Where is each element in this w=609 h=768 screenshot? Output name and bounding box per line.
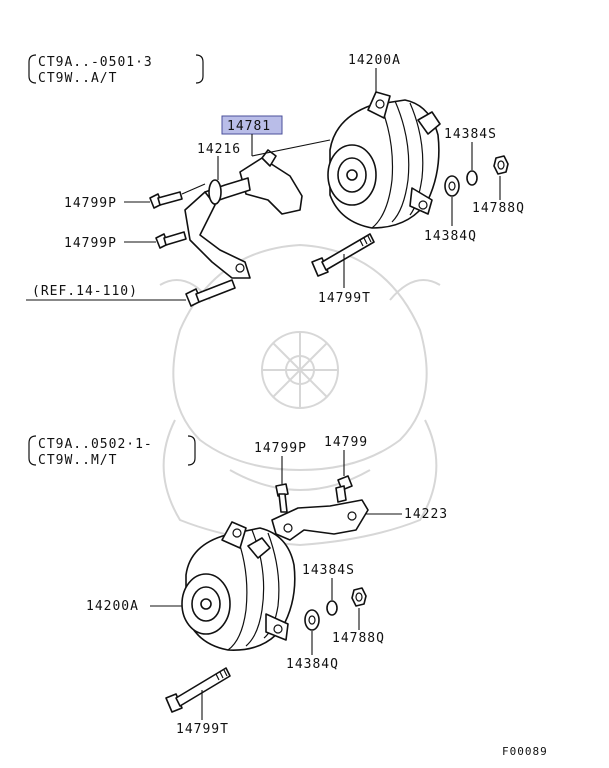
label-14781: 14781: [227, 119, 271, 134]
bolt-14799t-top: [311, 233, 375, 277]
label-ref-14-110: (REF.14-110): [32, 284, 138, 299]
bolt-14799-bottom: [335, 475, 353, 503]
label-14799p-bottom: 14799P: [254, 441, 307, 456]
label-14799p-lower: 14799P: [64, 236, 117, 251]
bracket-14223: [271, 499, 369, 541]
label-14216: 14216: [197, 142, 241, 157]
figure-code: F00089: [502, 745, 548, 758]
bolt-14799p-top-lower: [155, 231, 187, 249]
watermark-emblem: [159, 243, 441, 547]
alternator-bottom: [181, 521, 296, 651]
label-14384s-top: 14384S: [444, 127, 497, 142]
label-14788q-top: 14788Q: [472, 201, 525, 216]
leader-14781-to-alt: [251, 139, 331, 157]
bolt-14799p-bottom: [275, 483, 289, 513]
label-14799t-top: 14799T: [318, 291, 371, 306]
top-condition-line1: CT9A..-0501·3: [38, 55, 153, 70]
nut-14788q-bottom: [351, 587, 367, 607]
label-14200a-top: 14200A: [348, 53, 401, 68]
bottom-condition-bracket: CT9A..0502·1- CT9W..M/T: [28, 435, 196, 468]
leader-bolt-to-bracket-upper: [181, 183, 206, 195]
label-14799t-bottom: 14799T: [176, 722, 229, 737]
part-14781-highlight[interactable]: 14781: [221, 115, 283, 135]
label-14799-bottom: 14799: [324, 435, 368, 450]
bottom-condition-line2: CT9W..M/T: [38, 453, 117, 468]
washer-14384s-top: [466, 170, 478, 186]
washer-14384q-bottom: [304, 609, 320, 631]
washer-14384q-top: [444, 175, 460, 197]
top-condition-bracket: CT9A..-0501·3 CT9W..A/T: [28, 54, 204, 86]
bolt-14799p-top-upper: [149, 191, 183, 209]
label-14200a-bottom: 14200A: [86, 599, 139, 614]
label-14788q-bottom: 14788Q: [332, 631, 385, 646]
bracket-14216: [184, 149, 303, 279]
top-condition-line2: CT9W..A/T: [38, 71, 117, 86]
bottom-condition-line1: CT9A..0502·1-: [38, 437, 153, 452]
label-14384s-bottom: 14384S: [302, 563, 355, 578]
alternator-top: [327, 91, 441, 229]
bolt-14799t-bottom: [165, 667, 231, 713]
nut-14788q-top: [493, 155, 509, 175]
label-14384q-bottom: 14384Q: [286, 657, 339, 672]
label-14799p-upper: 14799P: [64, 196, 117, 211]
label-14223: 14223: [404, 507, 448, 522]
bolt-ref: [185, 279, 236, 307]
washer-14384s-bottom: [326, 600, 338, 616]
label-14384q-top: 14384Q: [424, 229, 477, 244]
